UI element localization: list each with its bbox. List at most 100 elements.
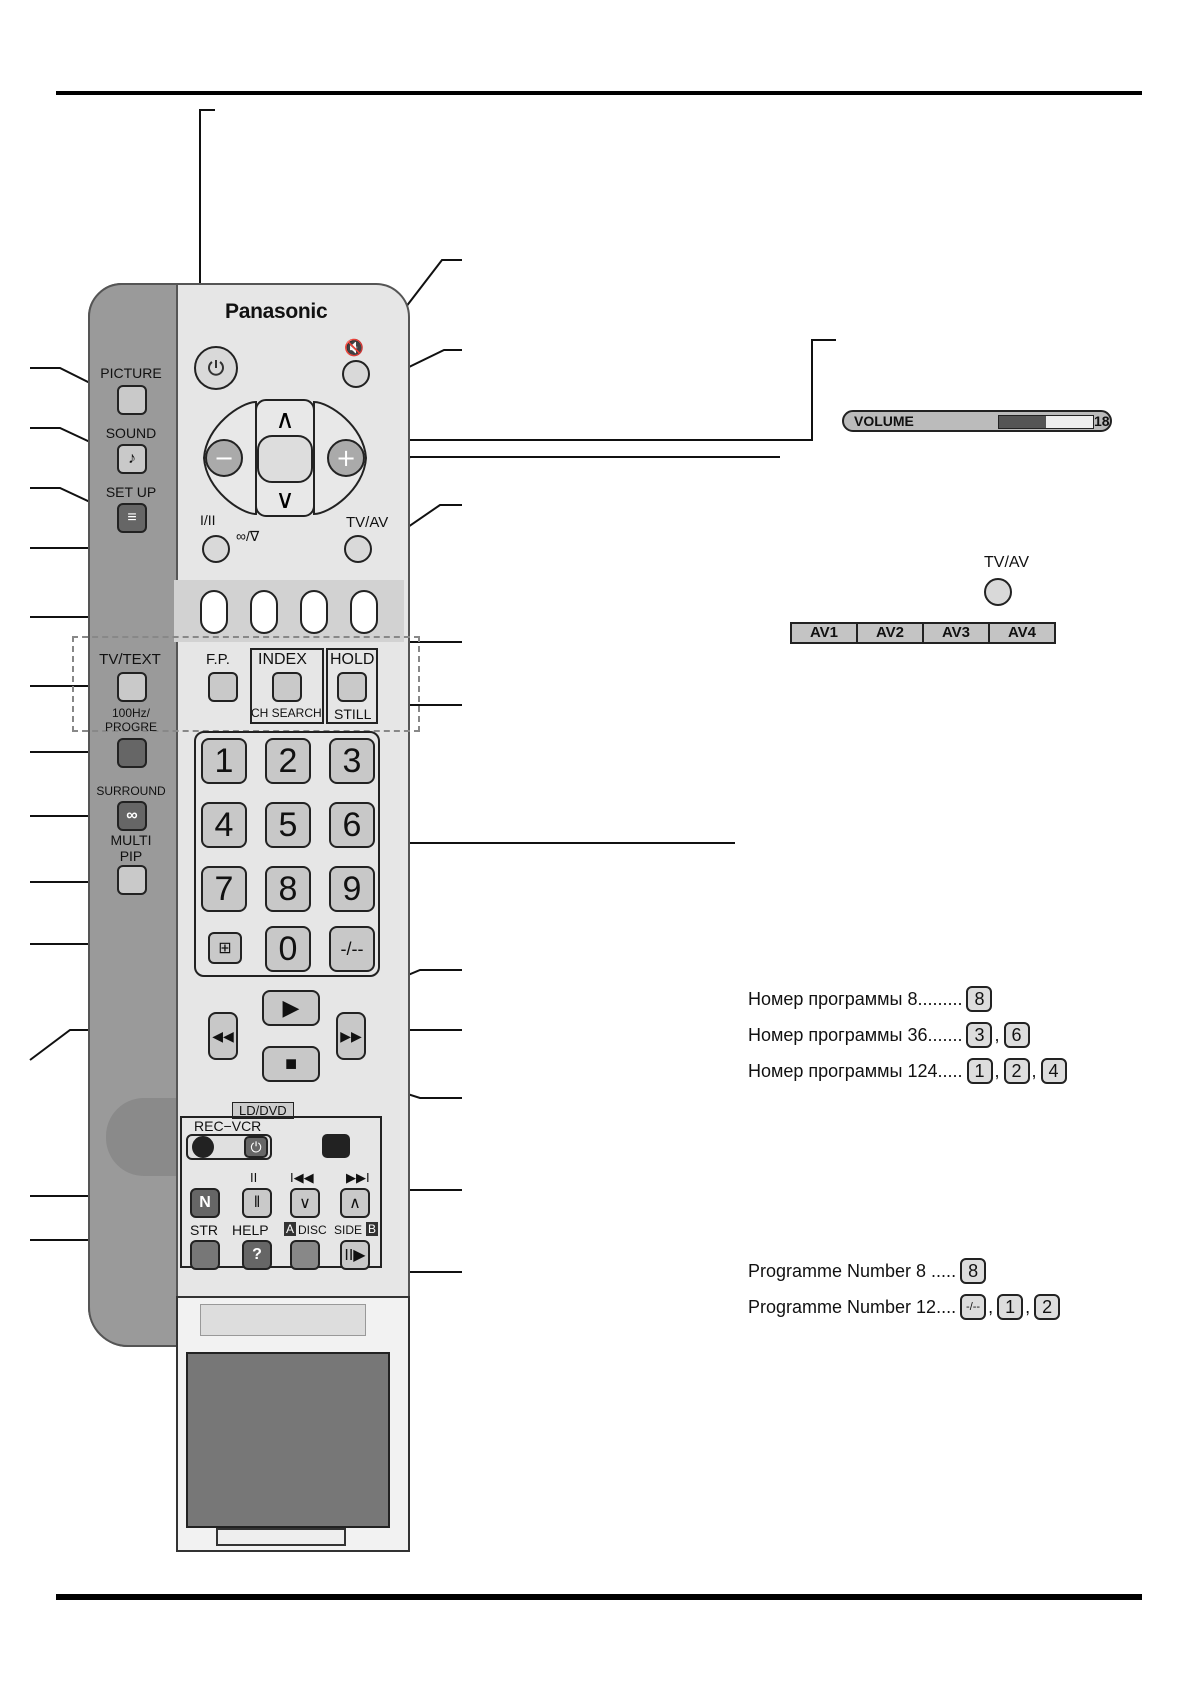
- blue-button[interactable]: [350, 590, 378, 634]
- tvtext-button[interactable]: [117, 672, 147, 702]
- stereo-button[interactable]: [202, 535, 230, 563]
- two-digit-button[interactable]: -/--: [329, 926, 375, 972]
- pip-button[interactable]: [117, 865, 147, 895]
- 100hz-label: 100Hz/: [111, 706, 151, 720]
- example-text: Programme Number 12....: [748, 1296, 957, 1317]
- digit-6-button[interactable]: 6: [329, 802, 375, 848]
- volume-up-button[interactable]: [330, 436, 370, 476]
- str-label: STR: [190, 1222, 218, 1238]
- setup-button[interactable]: ≡: [117, 503, 147, 533]
- key-icon: -/--: [960, 1294, 987, 1320]
- channel-down-button[interactable]: [262, 480, 312, 516]
- svg-text:−: −: [214, 444, 234, 472]
- volume-osd-value: 18: [1094, 413, 1110, 429]
- play-icon: ▶: [282, 995, 300, 1020]
- prev-symbol: I◀◀: [290, 1170, 314, 1185]
- example-text: Номер программы 124.....: [748, 1060, 963, 1081]
- vcr-power-button[interactable]: ⏻: [244, 1136, 268, 1158]
- channel-up-vcr-button[interactable]: ∧: [340, 1188, 370, 1218]
- next-symbol: ▶▶I: [346, 1170, 370, 1185]
- channel-up-button[interactable]: [262, 400, 312, 436]
- av-input-item: AV2: [856, 624, 922, 642]
- yellow-button[interactable]: [300, 590, 328, 634]
- digit-9-button[interactable]: 9: [329, 866, 375, 912]
- volume-bar-fill: [999, 416, 1046, 428]
- n-button[interactable]: N: [190, 1188, 220, 1218]
- digit-0-button[interactable]: 0: [265, 926, 311, 972]
- volume-bar-track: [998, 415, 1094, 429]
- lddvd-switch[interactable]: [322, 1134, 350, 1158]
- mute-button[interactable]: [342, 360, 370, 388]
- stop-button[interactable]: ■: [262, 1046, 320, 1082]
- index-label: INDEX: [258, 651, 307, 668]
- fp-label: F.P.: [206, 651, 230, 668]
- str-button[interactable]: [190, 1240, 220, 1270]
- volume-osd-label: VOLUME: [854, 413, 914, 429]
- navigation-pad: ∧ ∨ − +: [202, 399, 368, 517]
- av-input-item: AV3: [922, 624, 988, 642]
- example-ru-3: Номер программы 124..... 1, 2, 4: [748, 1058, 1067, 1084]
- digit-3-button[interactable]: 3: [329, 738, 375, 784]
- surround-button[interactable]: ∞: [117, 801, 147, 831]
- volume-down-button[interactable]: [222, 436, 262, 476]
- record-button[interactable]: [192, 1136, 214, 1158]
- tvtext-label: TV/TEXT: [99, 651, 161, 668]
- disc-label: DISC: [298, 1223, 327, 1237]
- digit-1-button[interactable]: 1: [201, 738, 247, 784]
- tvav-button[interactable]: [344, 535, 372, 563]
- music-note-icon: ♪: [128, 450, 136, 467]
- surround-icon: ∞: [126, 807, 138, 824]
- key-icon: 4: [1040, 1058, 1067, 1084]
- example-text: Номер программы 36.......: [748, 1024, 963, 1045]
- top-rule: [56, 91, 1142, 95]
- pause-button[interactable]: ‖: [242, 1188, 272, 1218]
- stereo-sub-label: ∞/∇: [236, 528, 260, 544]
- number-pad-frame: [194, 731, 380, 977]
- progre-label: PROGRE: [104, 720, 157, 734]
- play-button[interactable]: ▶: [262, 990, 320, 1026]
- index-button[interactable]: [272, 672, 302, 702]
- stop-icon: ■: [284, 1052, 298, 1075]
- disc-button[interactable]: [290, 1240, 320, 1270]
- chevron-down-icon: ∨: [299, 1195, 311, 1212]
- rewind-button[interactable]: ◀◀: [208, 1012, 238, 1060]
- pause-symbol: II: [250, 1170, 258, 1185]
- power-button[interactable]: [194, 346, 238, 390]
- tvav-osd-button: [984, 578, 1012, 606]
- power-icon: [208, 360, 224, 376]
- digit-5-button[interactable]: 5: [265, 802, 311, 848]
- red-button[interactable]: [200, 590, 228, 634]
- disc-a-label: A: [284, 1222, 297, 1236]
- key-icon: 8: [960, 1258, 987, 1284]
- picture-label: PICTURE: [100, 365, 162, 381]
- mute-icon: 🔇: [344, 340, 364, 357]
- picture-button[interactable]: [117, 385, 147, 415]
- pause-icon: ‖: [253, 1194, 261, 1211]
- digit-7-button[interactable]: 7: [201, 866, 247, 912]
- hold-label: HOLD: [330, 651, 375, 668]
- fp-button[interactable]: [208, 672, 238, 702]
- fast-forward-button[interactable]: ▶▶: [336, 1012, 366, 1060]
- brand-logo: Panasonic: [225, 300, 328, 323]
- flap-display: [186, 1352, 390, 1528]
- display-button[interactable]: ⊞: [208, 932, 242, 964]
- digit-4-button[interactable]: 4: [201, 802, 247, 848]
- help-button[interactable]: ?: [242, 1240, 272, 1270]
- sound-button[interactable]: ♪: [117, 444, 147, 474]
- flap-hinge: [200, 1304, 366, 1336]
- chevron-up-icon: ∧: [349, 1195, 361, 1212]
- slow-play-button[interactable]: II▶: [340, 1240, 370, 1270]
- green-button[interactable]: [250, 590, 278, 634]
- rewind-icon: ◀◀: [212, 1027, 234, 1044]
- remote-grip: [106, 1098, 176, 1176]
- 100hz-button[interactable]: [117, 738, 147, 768]
- channel-down-vcr-button[interactable]: ∨: [290, 1188, 320, 1218]
- digit-8-button[interactable]: 8: [265, 866, 311, 912]
- side-label: SIDE: [334, 1223, 363, 1237]
- digit-2-button[interactable]: 2: [265, 738, 311, 784]
- index-box: [250, 648, 324, 724]
- still-label: STILL: [334, 706, 372, 722]
- key-icon: 1: [997, 1294, 1024, 1320]
- hold-button[interactable]: [337, 672, 367, 702]
- svg-text:∨: ∨: [275, 485, 294, 515]
